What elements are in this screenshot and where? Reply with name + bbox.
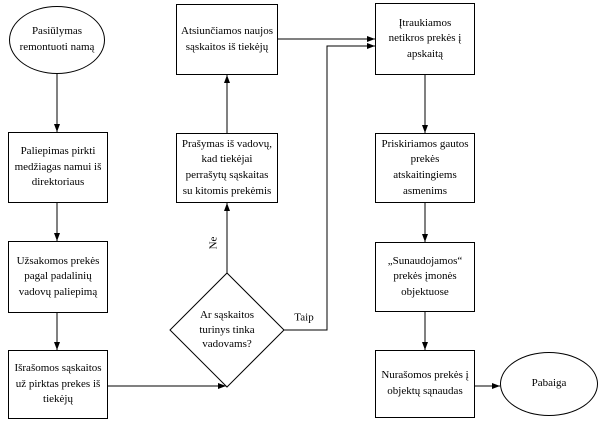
edge-label-no: Ne — [207, 236, 220, 250]
node-fake-goods: Įtraukiamos netikros prekės į apskaitą — [375, 3, 475, 75]
edge-label-yes: Taip — [294, 311, 314, 324]
node-end-label: Pabaiga — [531, 377, 567, 390]
node-decision: Ar sąskaitos turinys tinka vadovams? — [187, 287, 267, 373]
node-order-goods-label: Užsakomos prekės pagal padalinių vadovų … — [16, 254, 100, 298]
node-decision-label: Ar sąskaitos turinys tinka vadovams? — [199, 309, 255, 351]
node-invoices-issued-label: Išrašomos sąskaitos už pirktas prekes iš… — [14, 362, 102, 406]
node-invoices-issued: Išrašomos sąskaitos už pirktas prekes iš… — [8, 350, 108, 419]
node-start-label: Pasiūlymas remontuoti namą — [19, 25, 95, 53]
node-order-goods: Užsakomos prekės pagal padalinių vadovų … — [8, 241, 108, 313]
node-assign-goods-label: Priskiriamos gautos prekės atskaitingiem… — [381, 137, 469, 197]
decision-diamond-shape — [169, 272, 285, 388]
node-rewrite-request: Prašymas iš vadovų, kad tiekėjai perrašy… — [176, 133, 278, 203]
node-order-materials-label: Paliepimas pirkti medžiagas namui iš dir… — [14, 145, 102, 189]
node-consume-goods-label: „Sunaudojamos“ prekės įmonės objektuose — [387, 254, 463, 298]
node-write-off: Nurašomos prekės į objektų sąnaudas — [375, 350, 475, 418]
node-new-invoices-label: Atsiunčiamos naujos sąskaitos iš tiekėjų — [181, 24, 273, 53]
node-assign-goods: Priskiriamos gautos prekės atskaitingiem… — [375, 133, 475, 203]
node-start-terminator: Pasiūlymas remontuoti namą — [9, 6, 105, 74]
node-fake-goods-label: Įtraukiamos netikros prekės į apskaitą — [388, 16, 462, 60]
node-rewrite-request-label: Prašymas iš vadovų, kad tiekėjai perrašy… — [181, 137, 273, 197]
node-order-materials: Paliepimas pirkti medžiagas namui iš dir… — [8, 132, 108, 203]
node-consume-goods: „Sunaudojamos“ prekės įmonės objektuose — [375, 242, 475, 312]
node-end-terminator: Pabaiga — [500, 352, 598, 416]
edge-decision-yes-to-fake-goods — [284, 43, 375, 331]
node-new-invoices: Atsiunčiamos naujos sąskaitos iš tiekėjų — [176, 4, 278, 75]
node-write-off-label: Nurašomos prekės į objektų sąnaudas — [381, 369, 469, 397]
